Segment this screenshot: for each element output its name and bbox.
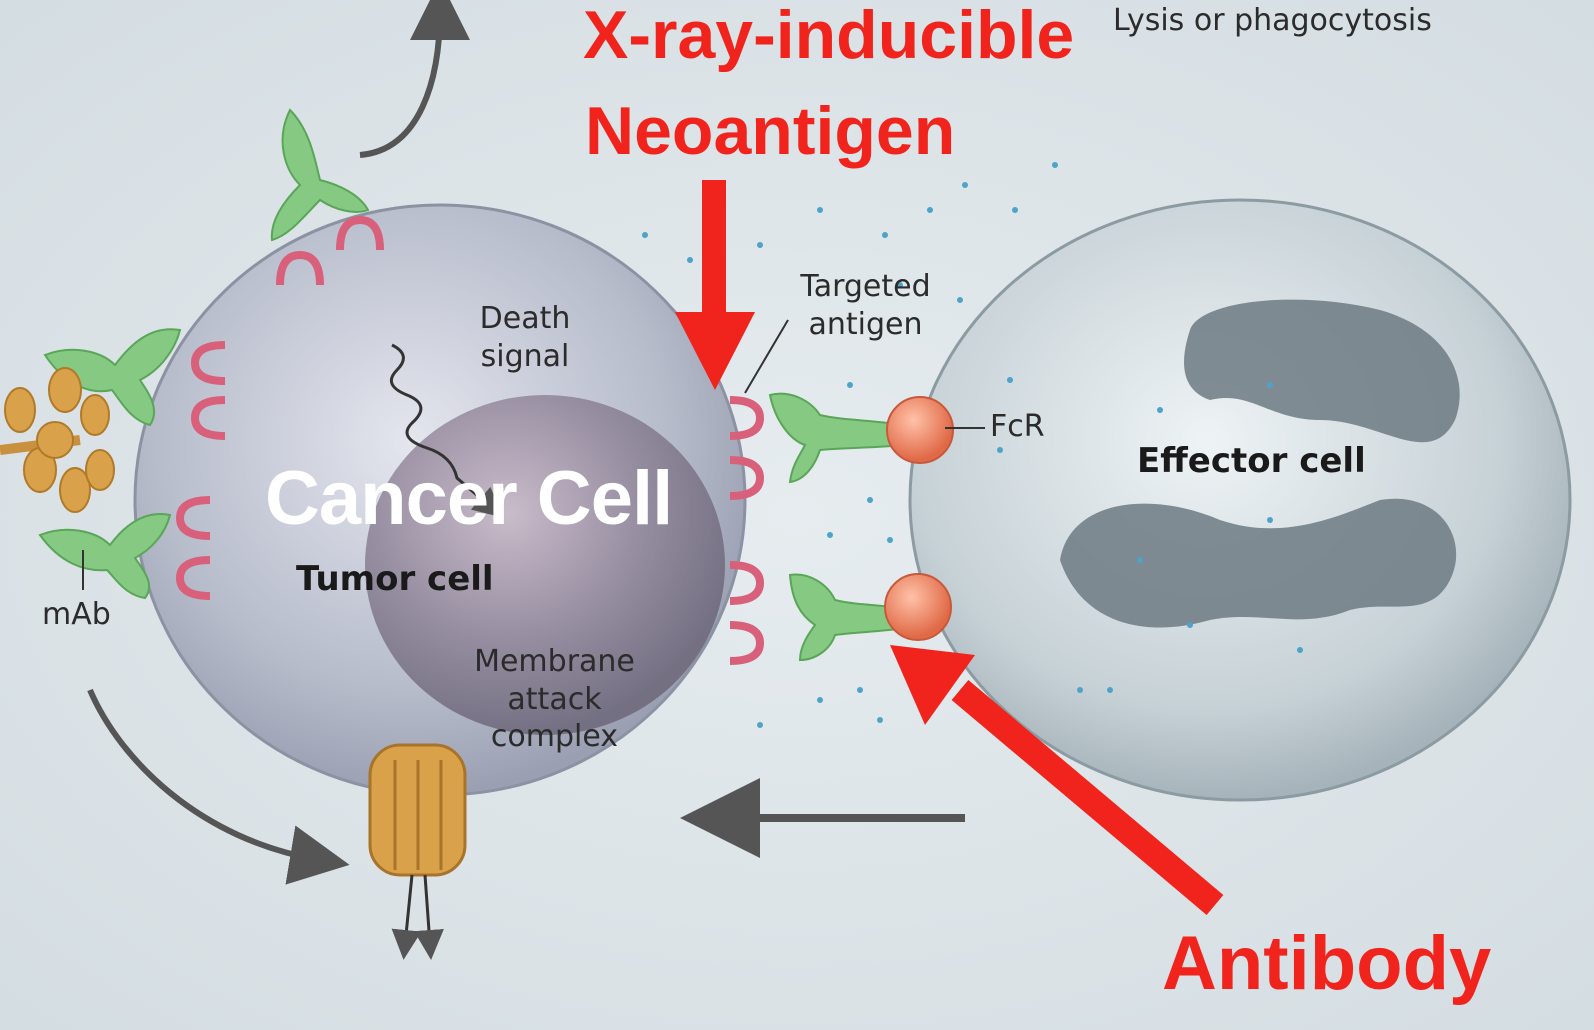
mac-line-3: complex bbox=[490, 719, 619, 754]
granule-dots bbox=[642, 162, 1303, 728]
top-antibody bbox=[270, 108, 370, 242]
left-antibodies bbox=[38, 328, 182, 600]
left-antigens bbox=[175, 341, 226, 600]
death-signal-arrow bbox=[389, 343, 504, 518]
complement-arrow bbox=[87, 688, 350, 885]
tumor-cell-label: Tumor cell bbox=[296, 559, 494, 599]
death-signal-line-1: Death bbox=[479, 301, 571, 336]
effector-nucleus-lobe-lower bbox=[1060, 498, 1457, 628]
bridging-antibodies bbox=[768, 392, 906, 662]
antibody-title: Antibody bbox=[1162, 921, 1492, 1006]
effector-cell-label: Effector cell bbox=[1137, 441, 1366, 481]
effector-cell bbox=[908, 198, 1572, 802]
fcr-label: FcR bbox=[990, 409, 1045, 444]
antibody-arrow bbox=[890, 645, 1224, 915]
complement-c1-cluster bbox=[0, 367, 115, 513]
mac-label: Membrane attack complex bbox=[462, 643, 647, 756]
effector-nucleus-lobe-upper bbox=[1184, 299, 1460, 443]
tumor-nucleus bbox=[365, 395, 725, 735]
neoantigen-arrow bbox=[675, 180, 755, 390]
death-signal-line-2: signal bbox=[480, 338, 570, 374]
cancer-cell-title: Cancer Cell bbox=[265, 456, 673, 541]
tumor-cell bbox=[133, 203, 747, 797]
membrane-attack-complex bbox=[368, 743, 467, 960]
targeted-line-1: Targeted bbox=[800, 269, 931, 304]
top-antigens bbox=[276, 215, 384, 286]
neoantigen-title-line-2: Neoantigen bbox=[585, 93, 956, 169]
death-signal-label: Death signal bbox=[470, 300, 580, 375]
targeted-line-2: antigen bbox=[808, 306, 923, 342]
lysis-label: Lysis or phagocytosis bbox=[1113, 3, 1432, 38]
targeted-antigen-label: Targeted antigen bbox=[788, 268, 943, 343]
mac-line-1: Membrane bbox=[474, 644, 635, 679]
fc-receptors bbox=[884, 396, 954, 641]
right-antigens bbox=[729, 396, 765, 665]
mac-line-2: attack bbox=[507, 681, 602, 717]
lysis-arrow-up bbox=[359, 0, 470, 158]
neoantigen-title-line-1: X-ray-inducible bbox=[583, 0, 1075, 73]
targeted-antigen-pointer bbox=[744, 319, 789, 394]
mab-label: mAb bbox=[42, 597, 111, 632]
